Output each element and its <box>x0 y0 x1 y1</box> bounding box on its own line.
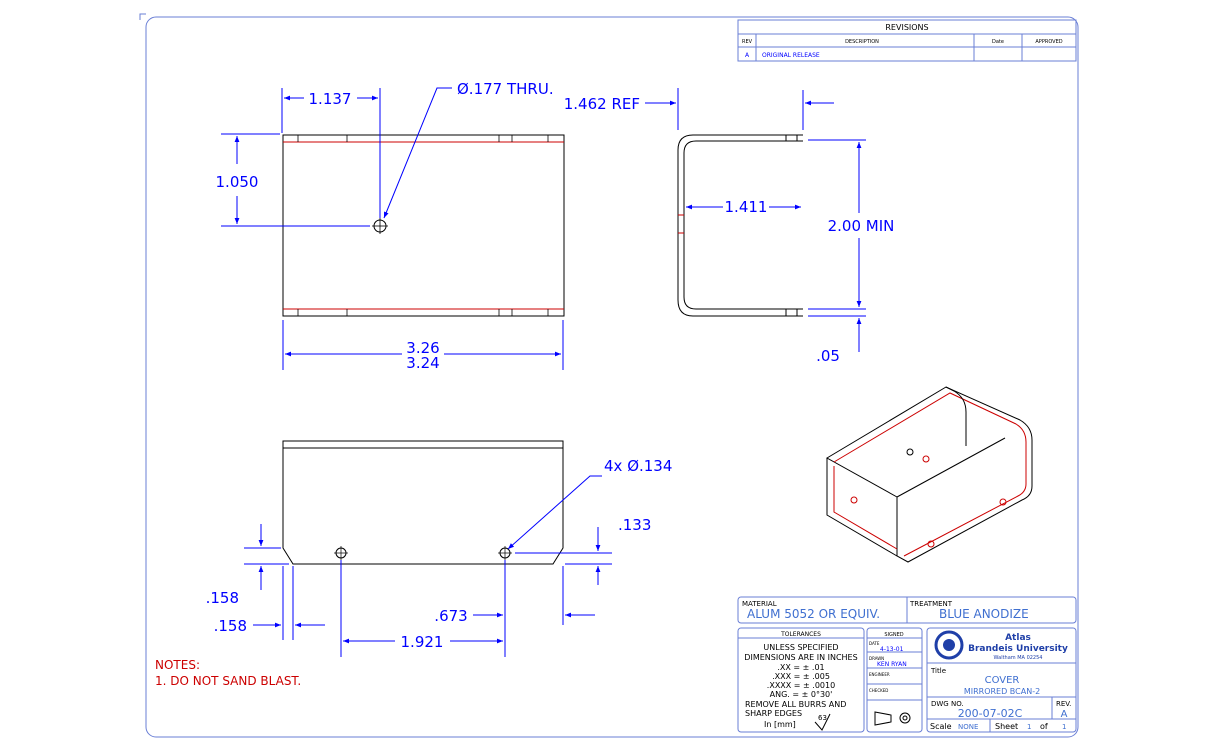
dim-height-min: 2.00 MIN <box>828 217 895 235</box>
dim-hole-x: 1.137 <box>309 90 352 108</box>
dwg-number: 200-07-02C <box>958 707 1023 720</box>
rev-row-rev: A <box>745 52 750 59</box>
dim-hole-y: 1.050 <box>216 173 259 191</box>
dim-width-min: 3.24 <box>406 354 439 372</box>
drawn-value: KEN RYAN <box>877 661 907 668</box>
side-view <box>677 134 803 317</box>
dim-chamfer-y: .158 <box>206 589 239 607</box>
drawn-label: DRAWN <box>869 656 884 661</box>
of-label: of <box>1040 722 1048 731</box>
title-label: Title <box>930 667 946 675</box>
dim-hole-dia: Ø.177 THRU. <box>457 80 554 98</box>
material-label: MATERIAL <box>742 600 777 608</box>
material-value: ALUM 5052 OR EQUIV. <box>747 607 880 621</box>
tolerance-line-1: UNLESS SPECIFIED <box>763 643 838 652</box>
title-block: MATERIAL ALUM 5052 OR EQUIV. TREATMENT B… <box>737 596 1077 733</box>
tolerance-line-4: .XXX = ± .005 <box>772 672 830 681</box>
tolerances-label: TOLERANCES <box>780 631 821 638</box>
treatment-label: TREATMENT <box>909 600 953 608</box>
sheet-border <box>139 13 1079 738</box>
rev-header-approved: APPROVED <box>1035 39 1062 45</box>
scale-value: NONE <box>958 723 978 731</box>
bottom-view <box>282 440 564 565</box>
tolerance-line-6: ANG. = ± 0°30' <box>770 690 833 699</box>
checked-label: CHECKED <box>869 688 888 693</box>
dim-thickness: .05 <box>816 347 840 365</box>
date-label: DATE <box>869 641 880 646</box>
front-view-dimensions <box>221 87 564 370</box>
sheet-value: 1 <box>1027 723 1031 731</box>
units: In [mm] <box>764 720 796 729</box>
sheet-label: Sheet <box>995 722 1018 731</box>
rev-header-rev: REV <box>742 39 753 45</box>
dim-flange-ref: 1.462 REF <box>564 95 640 113</box>
notes: NOTES: 1. DO NOT SAND BLAST. <box>155 658 301 688</box>
dim-width-max: 3.26 <box>406 339 439 357</box>
engineer-label: ENGINEER <box>869 672 890 677</box>
rev-value: A <box>1061 709 1068 720</box>
revisions-table: REVISIONS REV DESCRIPTION Date APPROVED … <box>737 19 1077 62</box>
treatment-value: BLUE ANODIZE <box>939 607 1029 621</box>
rev-row-description: ORIGINAL RELEASE <box>762 52 820 59</box>
tolerance-line-2: DIMENSIONS ARE IN INCHES <box>744 653 857 662</box>
date-value: 4-13-01 <box>880 646 904 653</box>
side-view-dimensions <box>645 88 866 352</box>
rev-header-date: Date <box>992 39 1004 45</box>
burr-line-1: REMOVE ALL BURRS AND <box>745 700 846 709</box>
dwg-label: DWG NO. <box>931 700 964 708</box>
rev-header-description: DESCRIPTION <box>845 39 879 45</box>
dim-hole-edge-right: .133 <box>618 516 651 534</box>
notes-title: NOTES: <box>155 658 200 672</box>
isometric-view <box>825 386 1033 563</box>
of-value: 1 <box>1062 723 1066 731</box>
surface-finish: 63 <box>818 714 827 722</box>
scale-label: Scale <box>930 722 952 731</box>
dim-chamfer-x: .158 <box>214 617 247 635</box>
finish-symbol <box>814 713 831 731</box>
dim-inner-width: 1.411 <box>725 198 768 216</box>
org-name-2: Brandeis University <box>968 644 1068 654</box>
dim-corner-holes: 4x Ø.134 <box>604 457 672 475</box>
rev-label: REV. <box>1056 700 1071 708</box>
revisions-title: REVISIONS <box>885 23 928 32</box>
dim-hole-pos: .673 <box>434 607 467 625</box>
burr-line-2: SHARP EDGES <box>745 709 802 718</box>
tolerance-line-3: .XX = ± .01 <box>777 663 824 672</box>
drawing-title: COVER <box>985 675 1020 686</box>
signed-label: SIGNED <box>884 632 903 638</box>
drawing-subtitle: MIRRORED BCAN-2 <box>964 687 1040 696</box>
note-1: 1. DO NOT SAND BLAST. <box>155 674 301 688</box>
bottom-view-dimensions <box>244 475 612 657</box>
dim-hole-spacing: 1.921 <box>401 633 444 651</box>
projection-symbol <box>874 711 892 726</box>
org-name-3: Waltham MA 02254 <box>994 655 1043 661</box>
tolerance-line-5: .XXXX = ± .0010 <box>767 681 835 690</box>
org-name-1: Atlas <box>1005 633 1031 643</box>
